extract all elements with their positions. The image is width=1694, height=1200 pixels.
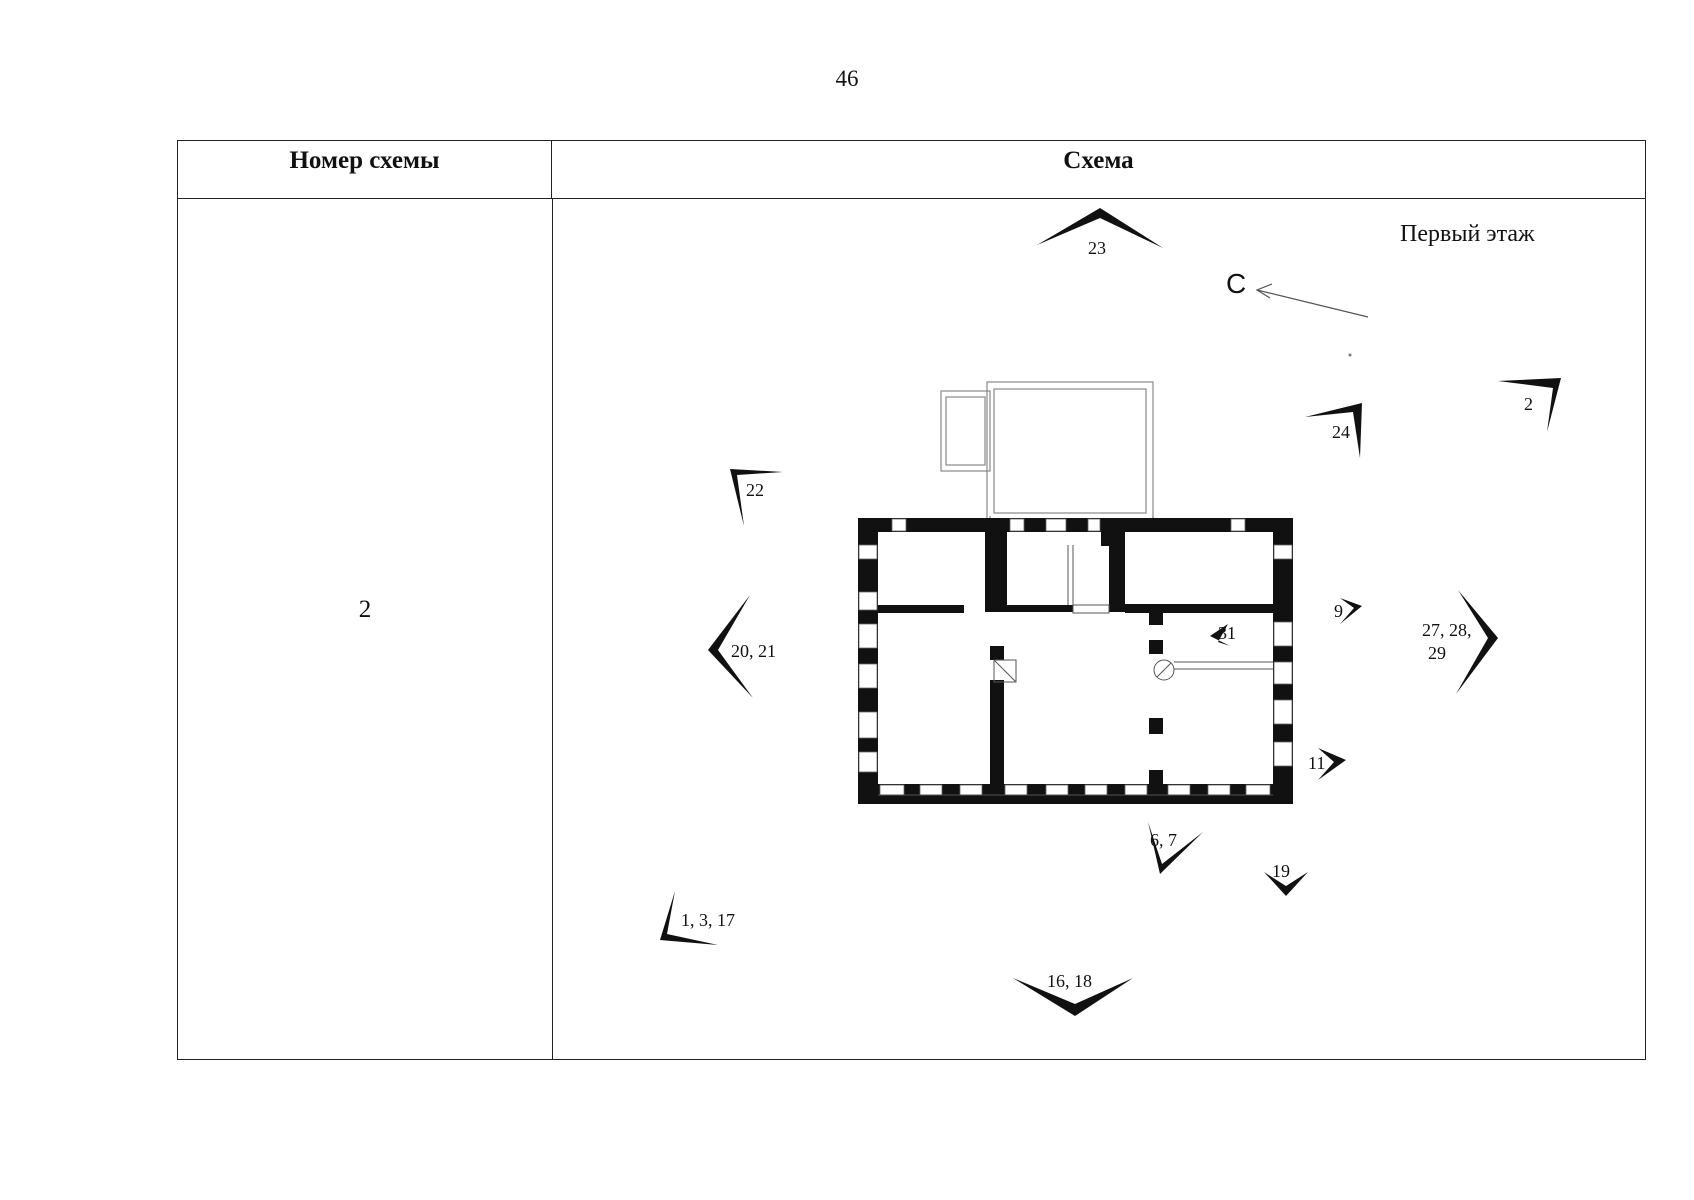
view-marker-31 bbox=[1210, 624, 1230, 646]
marker-label-24: 24 bbox=[1332, 422, 1350, 442]
view-marker-2 bbox=[1498, 378, 1561, 432]
view-markers bbox=[660, 208, 1561, 1016]
view-marker-20-21 bbox=[708, 595, 753, 698]
view-marker-16-18 bbox=[1013, 978, 1133, 1016]
marker-label-23: 23 bbox=[1088, 238, 1106, 258]
marker-label-27-29-a: 27, 28, bbox=[1422, 620, 1472, 640]
floor-label: Первый этаж bbox=[1400, 221, 1535, 247]
marker-label-6-7: 6, 7 bbox=[1150, 830, 1177, 850]
north-arrow-icon bbox=[1255, 283, 1369, 318]
marker-label-19: 19 bbox=[1272, 861, 1290, 881]
view-marker-19 bbox=[1264, 872, 1308, 896]
marker-label-27-29-b: 29 bbox=[1428, 643, 1446, 663]
page-number: 46 bbox=[835, 66, 859, 91]
view-marker-9 bbox=[1340, 598, 1362, 624]
porch-outline bbox=[940, 381, 1154, 521]
marker-label-1-3-17: 1, 3, 17 bbox=[681, 910, 735, 930]
view-marker-23 bbox=[1037, 208, 1163, 248]
marker-label-11: 11 bbox=[1308, 753, 1325, 773]
marker-label-9: 9 bbox=[1334, 601, 1343, 621]
view-marker-11 bbox=[1318, 748, 1346, 780]
header-scheme: Схема bbox=[552, 141, 1645, 199]
view-marker-24 bbox=[1305, 403, 1362, 458]
window-openings bbox=[858, 518, 1293, 796]
view-marker-1-3-17 bbox=[660, 891, 718, 945]
schemes-table: Номер схемы Схема 2 bbox=[177, 140, 1646, 1060]
scheme-number-cell: 2 bbox=[358, 596, 372, 623]
marker-label-22: 22 bbox=[746, 480, 764, 500]
view-marker-22 bbox=[730, 469, 783, 526]
view-marker-27-29 bbox=[1456, 590, 1498, 694]
north-label: С bbox=[1226, 268, 1246, 299]
column-divider bbox=[552, 199, 553, 1059]
marker-label-16-18: 16, 18 bbox=[1047, 971, 1092, 991]
building-walls bbox=[858, 518, 1293, 804]
marker-label-20-21: 20, 21 bbox=[731, 641, 776, 661]
marker-label-31: 31 bbox=[1218, 623, 1236, 643]
header-scheme-number: Номер схемы bbox=[178, 141, 552, 199]
marker-label-2: 2 bbox=[1524, 394, 1533, 414]
